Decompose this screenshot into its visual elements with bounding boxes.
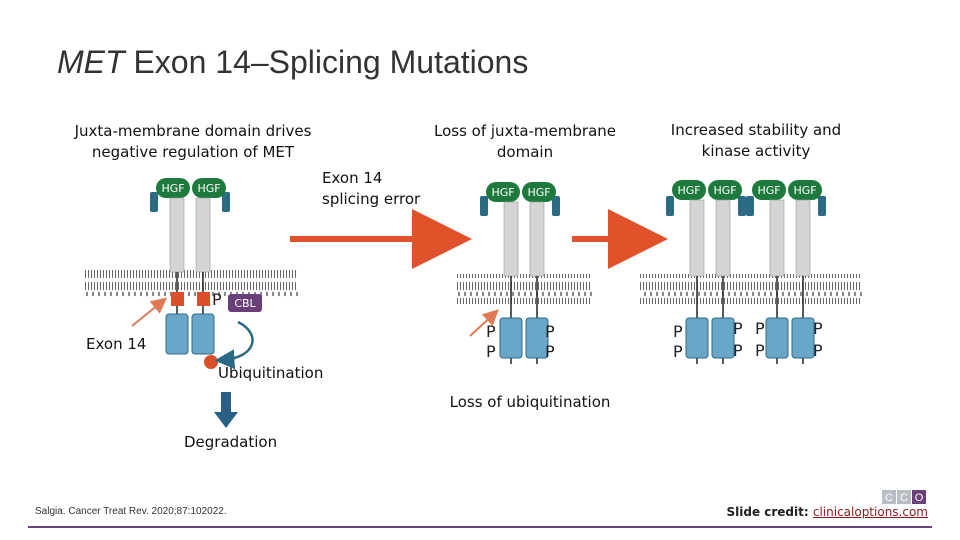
ubiquitin [204, 355, 218, 369]
ubiquitination-label: Ubiquitination [218, 364, 324, 382]
hgf-label: HGF [527, 186, 550, 199]
svg-text:C: C [885, 492, 893, 504]
phospho-site: P [813, 341, 823, 360]
juxta-membrane-domain [171, 292, 184, 306]
cbl-label: CBL [234, 297, 256, 310]
hgf-ligand [672, 180, 706, 200]
hgf-label: HGF [161, 182, 184, 195]
kinase-domain [791, 317, 815, 359]
phospho-site: P [733, 319, 743, 338]
met-receptor-wildtype: HGF HGF P [150, 178, 230, 369]
cbl-protein [228, 294, 262, 312]
hgf-label: HGF [491, 186, 514, 199]
deletion-pointer-arrow [469, 309, 499, 337]
footer-divider [28, 526, 932, 528]
hgf-ligand [156, 178, 190, 198]
met-receptor-stable-1: HGF HGF P P P P [666, 180, 746, 364]
phospho-site: P [673, 342, 683, 361]
kinase-domain [165, 313, 189, 355]
middle-heading: Loss of juxta-membrane domain [434, 122, 616, 161]
phospho-site: P [486, 342, 496, 361]
right-heading: Increased stability and kinase activity [670, 121, 842, 160]
hgf-ligand [752, 180, 786, 200]
ubiquitination-arrow [214, 320, 254, 370]
phospho-site: P [545, 322, 555, 341]
cell-membrane-right [640, 274, 862, 304]
phospho-site: P [733, 341, 743, 360]
kinase-domain [525, 317, 549, 359]
exon14-splicing-error-label: Exon 14 splicing error [322, 169, 421, 208]
exon14-label: Exon 14 [86, 335, 147, 353]
hgf-ligand [788, 180, 822, 200]
degradation-label: Degradation [184, 433, 278, 451]
kinase-domain [499, 317, 523, 359]
hgf-label: HGF [757, 184, 780, 197]
kinase-domain [765, 317, 789, 359]
slide-credit: Slide credit: clinicaloptions.com [726, 505, 928, 519]
left-heading: Juxta-membrane domain drives negative re… [74, 122, 312, 161]
met-receptor-exon14-deleted: HGF HGF P P P P [480, 182, 560, 364]
page-title: MET Exon 14–Splicing Mutations [57, 44, 529, 80]
met-receptor-stable-2: HGF HGF P P P P [746, 180, 826, 364]
svg-text:C: C [900, 492, 908, 504]
degradation-arrow [214, 392, 238, 428]
cell-membrane-left [84, 268, 298, 298]
hgf-label: HGF [197, 182, 220, 195]
phospho-site: P [673, 322, 683, 341]
phospho-site: P [813, 319, 823, 338]
phospho-site: P [755, 319, 765, 338]
hgf-ligand [522, 182, 556, 202]
juxta-membrane-domain [197, 292, 210, 306]
hgf-ligand [486, 182, 520, 202]
credit-link[interactable]: clinicaloptions.com [812, 505, 928, 519]
loss-of-ubiquitination-label: Loss of ubiquitination [449, 393, 611, 411]
phospho-site: P [545, 342, 555, 361]
kinase-domain [685, 317, 709, 359]
phospho-site: P [486, 322, 496, 341]
kinase-domain [711, 317, 735, 359]
phospho-site: P [755, 341, 765, 360]
citation: Salgia. Cancer Treat Rev. 2020;87:102022… [35, 506, 227, 517]
hgf-label: HGF [677, 184, 700, 197]
hgf-label: HGF [713, 184, 736, 197]
exon14-pointer-arrow [131, 297, 168, 327]
phospho-site: P [212, 290, 222, 309]
hgf-label: HGF [793, 184, 816, 197]
hgf-ligand [708, 180, 742, 200]
cell-membrane-middle [456, 274, 592, 304]
svg-text:O: O [915, 492, 924, 504]
kinase-domain [191, 313, 215, 355]
hgf-ligand [192, 178, 226, 198]
cco-logo: C C O [882, 490, 926, 504]
